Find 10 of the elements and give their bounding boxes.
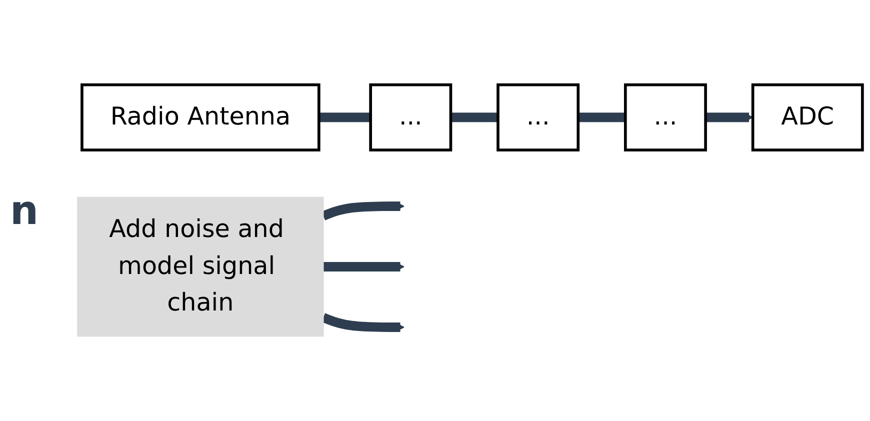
process-box: ... (624, 83, 707, 152)
note-box: Add noise and model signal chain (77, 196, 324, 337)
process-box: ... (369, 83, 452, 152)
process-box: ADC (751, 83, 864, 152)
arrow (322, 262, 404, 272)
process-box: ... (496, 83, 580, 152)
arrow (322, 313, 404, 332)
arrow (322, 202, 404, 220)
process-box: Radio Antenna (80, 83, 320, 152)
label-text: n (10, 188, 38, 234)
